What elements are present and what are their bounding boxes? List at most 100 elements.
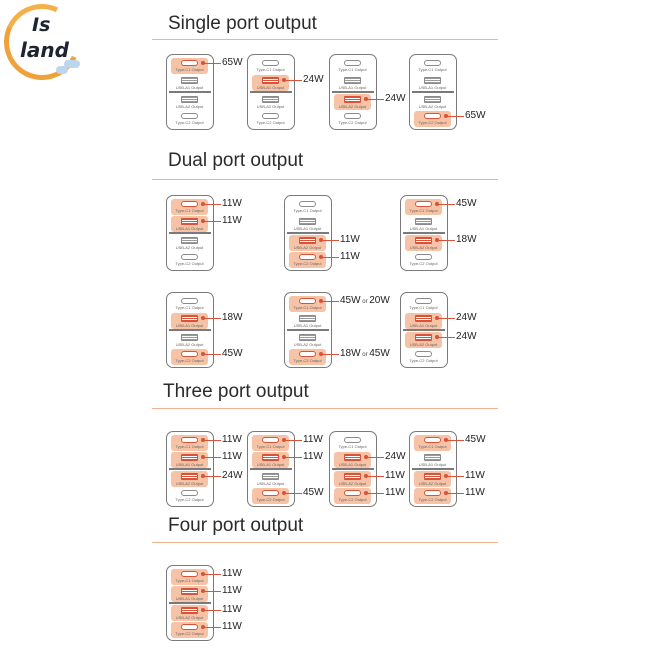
port-label: USB-A2 Output: [175, 615, 204, 620]
port-c1: Type-C1 Output: [171, 199, 208, 215]
port-label: Type-C2 Output: [175, 261, 204, 266]
wattage-label: 11W: [340, 251, 360, 262]
wattage-value: 11W: [222, 568, 242, 579]
port-a2: USB-A2 Output: [289, 235, 326, 251]
usb-c-port-icon: [181, 437, 198, 443]
usb-c-port-icon: [415, 298, 432, 304]
lead-line: [284, 493, 302, 494]
charger-divider: [169, 602, 211, 604]
port-c2: Type-C2 Output: [171, 252, 208, 268]
wattage-or: or: [360, 352, 370, 358]
usb-c-port-icon: [262, 60, 279, 66]
port-label: USB-A1 Output: [338, 85, 367, 90]
port-label: USB-A2 Output: [175, 245, 204, 250]
usb-a-port-icon: [181, 588, 198, 595]
wattage-label: 18W: [456, 234, 477, 245]
lead-line: [446, 476, 464, 477]
port-c1: Type-C1 Output: [414, 58, 451, 74]
port-c1: Type-C1 Output: [171, 296, 208, 312]
port-label: USB-A2 Output: [293, 245, 322, 250]
wattage-label: 11W: [222, 215, 242, 226]
logo-text-land: land: [20, 38, 69, 62]
charger-divider: [287, 329, 329, 331]
wattage-label: 45W: [465, 434, 486, 445]
wattage-label: 24W: [456, 331, 477, 342]
section-rule: [152, 408, 498, 409]
wattage-label: 11W: [222, 198, 242, 209]
wattage-label: 45W: [456, 198, 477, 209]
wattage-value: 45W: [465, 434, 486, 445]
port-c1: Type-C1 Output: [414, 435, 451, 451]
wattage-value: 11W: [340, 251, 360, 262]
wattage-value: 24W: [222, 470, 243, 481]
charger-divider: [169, 232, 211, 234]
usb-a-port-icon: [299, 334, 316, 341]
port-label: USB-A1 Output: [418, 85, 447, 90]
wattage-label: 18W: [222, 312, 243, 323]
port-label: Type-C2 Output: [418, 120, 447, 125]
port-a2: USB-A2 Output: [171, 332, 208, 348]
usb-a-port-icon: [181, 218, 198, 225]
port-label: USB-A1 Output: [409, 323, 438, 328]
port-label: Type-C1 Output: [175, 578, 204, 583]
usb-a-port-icon: [262, 473, 279, 480]
usb-a-port-icon: [344, 77, 361, 84]
port-label: USB-A1 Output: [338, 462, 367, 467]
usb-a-port-icon: [424, 454, 441, 461]
port-c2: Type-C2 Output: [171, 111, 208, 127]
port-label: Type-C2 Output: [175, 631, 204, 636]
usb-a-port-icon: [181, 334, 198, 341]
wattage-value: 11W: [465, 487, 485, 498]
port-label: Type-C2 Output: [256, 497, 285, 502]
lead-line: [437, 240, 455, 241]
port-a2: USB-A2 Output: [171, 235, 208, 251]
usb-a-port-icon: [181, 237, 198, 244]
port-label: USB-A2 Output: [338, 481, 367, 486]
lead-line: [437, 318, 455, 319]
port-label: Type-C1 Output: [418, 444, 447, 449]
wattage-value: 24W: [456, 312, 477, 323]
port-label: USB-A1 Output: [175, 323, 204, 328]
usb-c-port-icon: [181, 351, 198, 357]
usb-a-port-icon: [415, 315, 432, 322]
wattage-value: 11W: [222, 198, 242, 209]
section-rule: [152, 542, 498, 543]
port-a2: USB-A2 Output: [171, 605, 208, 621]
port-label: USB-A2 Output: [175, 104, 204, 109]
usb-c-port-icon: [415, 201, 432, 207]
port-label: Type-C1 Output: [175, 305, 204, 310]
port-c1: Type-C1 Output: [334, 58, 371, 74]
usb-a-port-icon: [424, 77, 441, 84]
usb-c-port-icon: [415, 351, 432, 357]
port-c2: Type-C2 Output: [414, 111, 451, 127]
port-label: Type-C2 Output: [175, 120, 204, 125]
wattage-label: 24W: [385, 451, 406, 462]
port-c2: Type-C2 Output: [289, 252, 326, 268]
usb-a-port-icon: [181, 96, 198, 103]
wattage-label: 11W: [222, 568, 242, 579]
usb-a-port-icon: [424, 96, 441, 103]
lead-line: [203, 440, 221, 441]
port-c1: Type-C1 Output: [334, 435, 371, 451]
port-a2: USB-A2 Output: [405, 235, 442, 251]
port-label: Type-C1 Output: [418, 67, 447, 72]
lead-line: [446, 493, 464, 494]
port-c1: Type-C1 Output: [171, 58, 208, 74]
wattage-label: 11W: [385, 487, 405, 498]
port-c2: Type-C2 Output: [171, 349, 208, 365]
usb-c-port-icon: [424, 490, 441, 496]
lead-line: [321, 240, 339, 241]
lead-line: [203, 476, 221, 477]
wattage-value: 11W: [385, 470, 405, 481]
wattage-label: 11W: [222, 585, 242, 596]
usb-a-port-icon: [181, 607, 198, 614]
usb-c-port-icon: [181, 201, 198, 207]
wattage-label: 11W: [340, 234, 360, 245]
usb-c-port-icon: [415, 254, 432, 260]
usb-c-port-icon: [299, 201, 316, 207]
lead-line: [203, 457, 221, 458]
